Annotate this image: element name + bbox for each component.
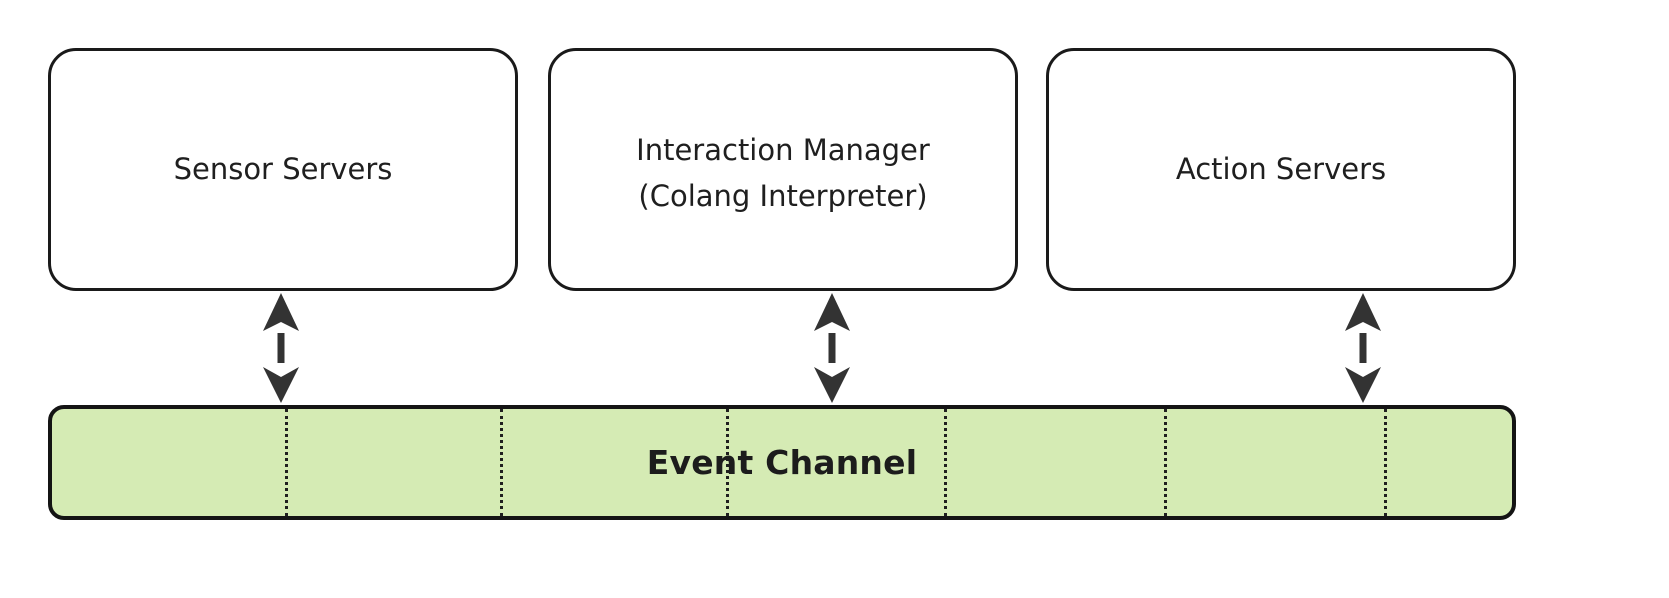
channel-dotted-line-5: [1164, 409, 1167, 516]
event-channel-label: Event Channel: [646, 443, 918, 482]
node-action-servers-label: Action Servers: [1175, 152, 1387, 187]
channel-dotted-line-2: [500, 409, 503, 516]
connector-action-servers-event-channel[interactable]: [1333, 291, 1393, 405]
channel-dotted-line-4: [944, 409, 947, 516]
bidirectional-dashed-arrow-icon: [814, 293, 850, 403]
node-interaction-manager[interactable]: Interaction Manager (Colang Interpreter): [548, 48, 1018, 291]
channel-dotted-line-3: [726, 409, 729, 516]
node-action-servers[interactable]: Action Servers: [1046, 48, 1516, 291]
node-sensor-servers[interactable]: Sensor Servers: [48, 48, 518, 291]
bidirectional-dashed-arrow-icon: [263, 293, 299, 403]
event-channel-bar[interactable]: Event Channel: [48, 405, 1516, 520]
bidirectional-dashed-arrow-icon: [1345, 293, 1381, 403]
node-sensor-servers-label: Sensor Servers: [173, 152, 393, 187]
channel-dotted-line-1: [285, 409, 288, 516]
channel-dotted-line-6: [1384, 409, 1387, 516]
connector-interaction-manager-event-channel[interactable]: [802, 291, 862, 405]
node-interaction-manager-label: Interaction Manager (Colang Interpreter): [636, 133, 930, 214]
connector-sensor-servers-event-channel[interactable]: [251, 291, 311, 405]
